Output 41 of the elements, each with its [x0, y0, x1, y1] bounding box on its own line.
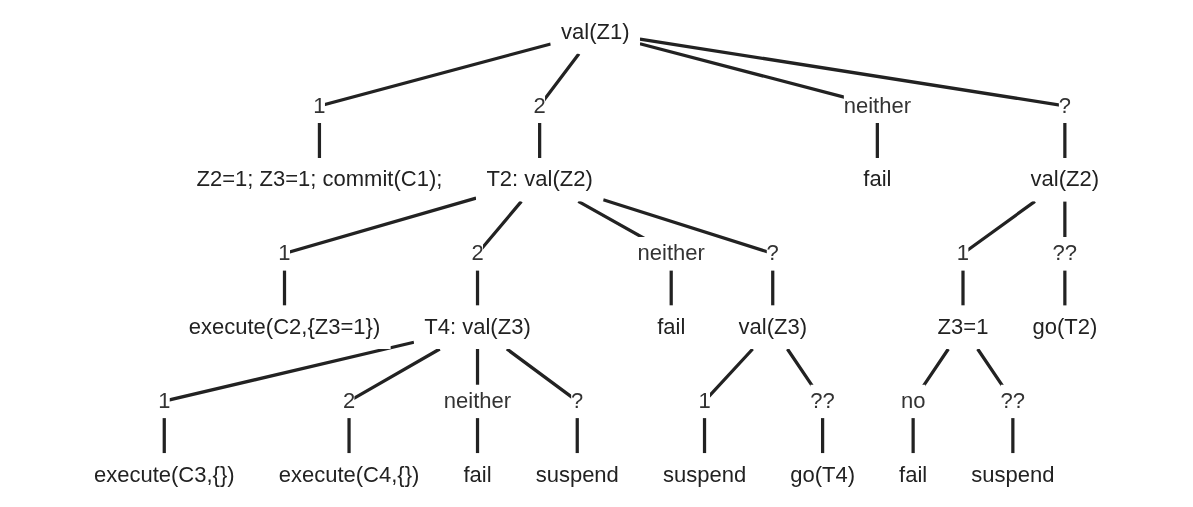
- node-text: suspend: [662, 462, 747, 487]
- connector: [162, 340, 415, 454]
- edge-label: ?: [571, 388, 584, 414]
- edge-label: neither: [637, 240, 705, 266]
- edge-label: 1: [313, 93, 326, 118]
- node-text: go(T2): [1032, 314, 1098, 340]
- node-text: val(Z2): [1030, 167, 1100, 192]
- node-text: execute(C2,{Z3=1}): [188, 314, 381, 340]
- edge-label: neither: [443, 388, 512, 414]
- edge-label: ?: [1058, 93, 1071, 118]
- node-text: suspend: [535, 462, 619, 487]
- node-text: T4: val(Z3): [424, 314, 531, 340]
- node-text: fail: [863, 167, 892, 192]
- edge-label: neither: [843, 93, 912, 118]
- node-text: val(Z3): [738, 314, 807, 340]
- node-text: Z3=1: [937, 314, 989, 340]
- node-text: go(T4): [790, 462, 856, 487]
- node-text: T2: val(Z2): [486, 167, 593, 192]
- node-text: execute(C4,{}): [278, 462, 420, 487]
- connector: [282, 196, 477, 306]
- node-text: suspend: [971, 462, 1055, 487]
- edge-label: 2: [342, 388, 356, 414]
- connector: [317, 42, 552, 158]
- edge-label: 1: [956, 240, 970, 266]
- node-text: fail: [657, 314, 686, 340]
- edge-label: ??: [1052, 240, 1078, 266]
- node-text: execute(C3,{}): [93, 462, 235, 487]
- node-text: Z2=1; Z3=1; commit(C1);: [196, 167, 443, 192]
- edge-label: ??: [1000, 388, 1026, 414]
- edge-label: 1: [158, 388, 171, 414]
- edge-label: 2: [471, 240, 484, 266]
- node-text: fail: [899, 462, 928, 487]
- edge-label: ?: [766, 240, 779, 266]
- node-text: val(Z1): [561, 19, 630, 45]
- edge-label: ??: [810, 388, 835, 414]
- edge-label: 2: [533, 93, 546, 118]
- connector: [602, 198, 775, 306]
- edge-label: 1: [278, 240, 291, 266]
- edge-label: no: [900, 388, 926, 414]
- edge-label: 1: [698, 388, 711, 414]
- node-text: fail: [463, 462, 492, 487]
